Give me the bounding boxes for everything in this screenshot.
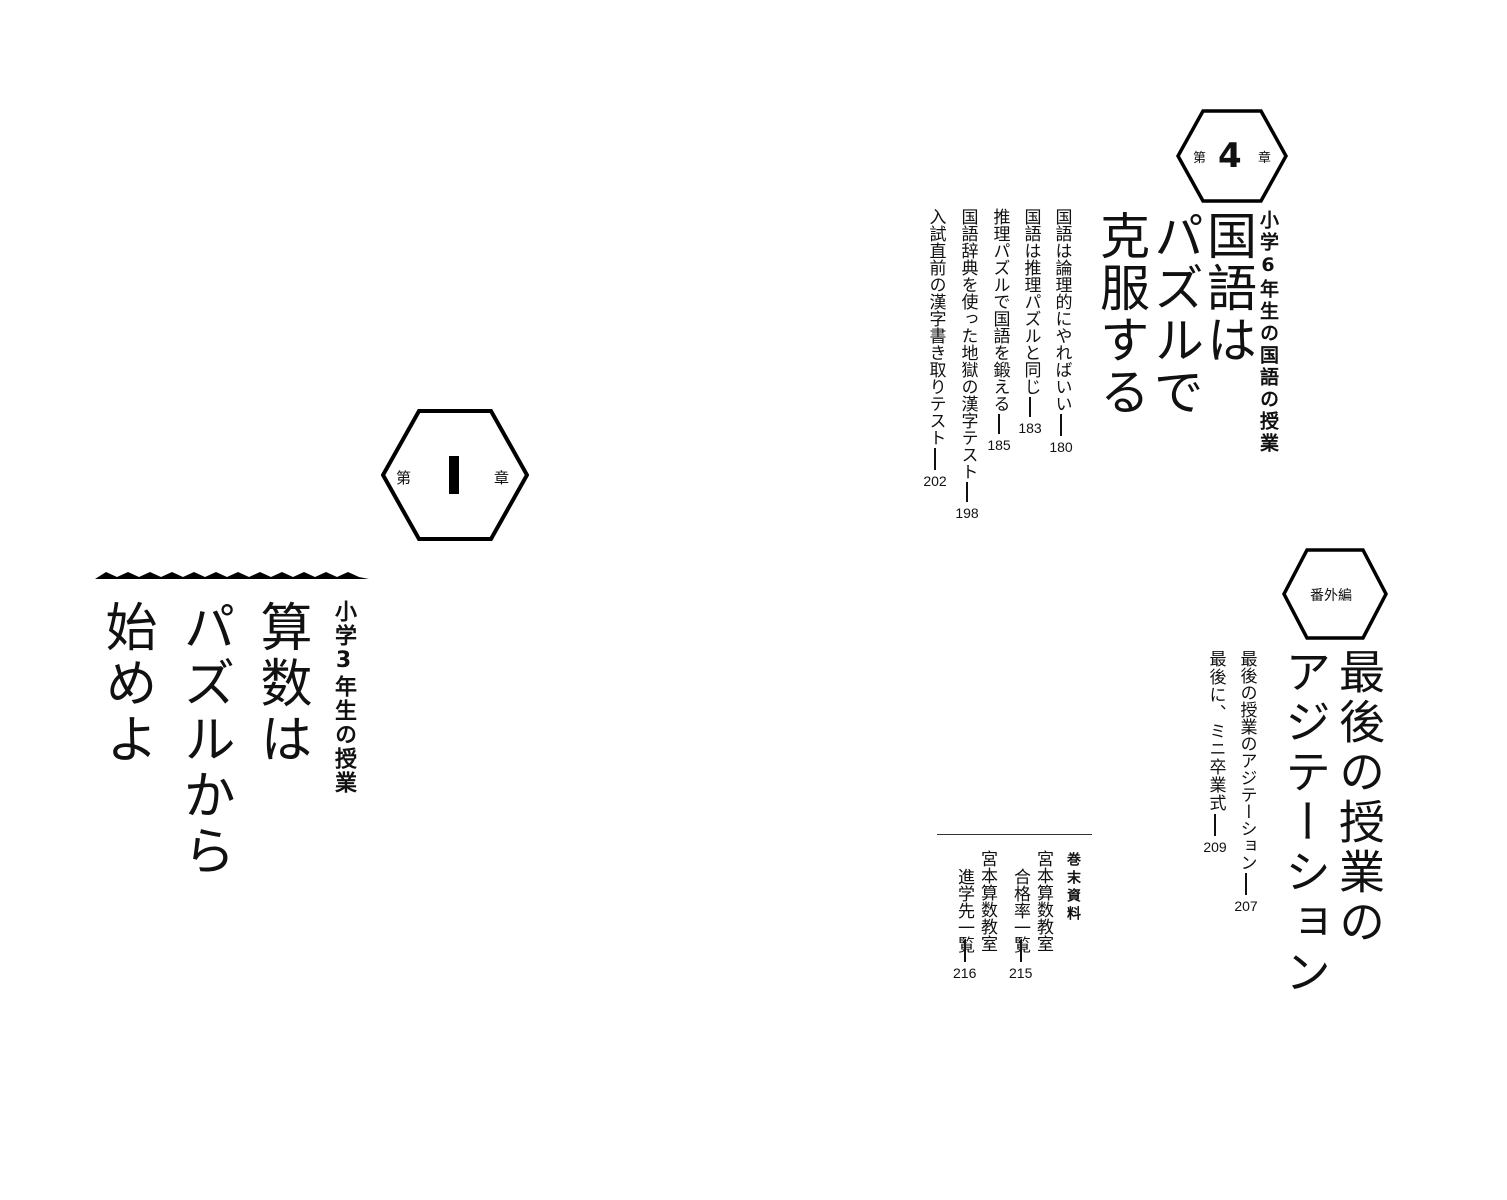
toc-entry[interactable]: 最後に、ミニ卒業式 209	[1203, 650, 1227, 855]
appendix-heading: 巻末資料	[1065, 852, 1081, 924]
chapter4-title-line1: 国語は	[1199, 210, 1257, 366]
chapter4-hexagon-badge: 第 4 章	[1176, 109, 1288, 203]
appendix-rule	[937, 834, 1092, 835]
toc-entry[interactable]: 国語は論理的にやればいい 180	[1049, 208, 1073, 455]
toc-entry[interactable]: 最後の授業のアジテーション 207	[1234, 650, 1258, 914]
leader-dash	[1214, 814, 1216, 836]
toc-entry-page: 207	[1234, 898, 1258, 914]
appendix-entry-line2: 合格率一覧	[1010, 868, 1030, 953]
toc-entry-text: 最後の授業のアジテーション	[1236, 650, 1257, 871]
toc-entry[interactable]: 国語辞典を使った地獄の漢字テスト 198	[955, 208, 979, 521]
leader-dash	[966, 482, 968, 502]
toc-entry-page: 180	[1049, 439, 1073, 455]
chapter1-title-line3: 始めよ	[96, 600, 156, 768]
appendix-entry[interactable]: 宮本算数教室 進学先一覧 216	[950, 850, 1000, 981]
extra-title-line1: 最後の授業の	[1332, 648, 1386, 948]
extra-label: 番外編	[1310, 588, 1352, 604]
leader-dash	[1020, 940, 1022, 962]
chapter1-suffix: 章	[494, 469, 510, 487]
leader-dash	[1060, 414, 1062, 436]
extra-hexagon-badge: 番外編	[1282, 548, 1388, 640]
toc-entry-text: 国語は論理的にやればいい	[1051, 208, 1072, 412]
chapter1-subtitle: 小学3年生の授業	[331, 600, 356, 795]
leader-dash	[1029, 397, 1031, 417]
toc-entry[interactable]: 推理パズルで国語を鍛える 185	[987, 208, 1011, 453]
chapter4-prefix: 第	[1193, 151, 1207, 166]
chapter1-title-line2: パズルから	[174, 600, 234, 880]
chapter1-hexagon-badge: 第 章	[381, 409, 529, 541]
toc-entry-page: 202	[923, 473, 947, 489]
appendix-entry-page: 216	[953, 965, 977, 981]
toc-entry-text: 国語辞典を使った地獄の漢字テスト	[957, 208, 978, 480]
toc-entry-page: 183	[1018, 420, 1042, 436]
toc-entry-text: 国語は推理パズルと同じ	[1020, 208, 1041, 395]
appendix-entry-line1: 宮本算数教室	[977, 850, 997, 952]
appendix-entry-page: 215	[1009, 965, 1033, 981]
chapter4-subtitle: 小学6年生の国語の授業	[1257, 210, 1279, 455]
toc-entry-page: 209	[1203, 839, 1227, 855]
toc-entry[interactable]: 入試直前の漢字書き取りテスト 202	[923, 208, 947, 489]
chapter1-prefix: 第	[396, 469, 412, 487]
chapter4-number: 4	[1218, 136, 1242, 176]
chapter4-suffix: 章	[1258, 151, 1272, 166]
toc-entry-page: 198	[955, 505, 979, 521]
appendix-entry-line1: 宮本算数教室	[1033, 850, 1053, 952]
toc-entry-text: 推理パズルで国語を鍛える	[989, 208, 1010, 412]
toc-entry-page: 185	[987, 437, 1011, 453]
appendix-entry[interactable]: 宮本算数教室 合格率一覧 215	[1006, 850, 1056, 981]
hexagon-icon	[1176, 109, 1288, 203]
toc-entry-text: 最後に、ミニ卒業式	[1205, 650, 1226, 812]
extra-title-line2: アジテーション	[1278, 648, 1332, 998]
chapter1-number-bar	[449, 456, 459, 494]
toc-entry-text: 入試直前の漢字書き取りテスト	[925, 208, 946, 446]
zigzag-divider	[95, 572, 369, 579]
chapter1-title-line1: 算数は	[251, 600, 311, 768]
appendix-entry-line2: 進学先一覧	[954, 868, 974, 953]
hexagon-icon	[1282, 548, 1388, 640]
leader-dash	[1245, 873, 1247, 895]
chapter4-title-line3: 克服する	[1092, 210, 1150, 418]
leader-dash	[934, 448, 936, 470]
leader-dash	[998, 414, 1000, 434]
leader-dash	[964, 940, 966, 962]
toc-entry[interactable]: 国語は推理パズルと同じ 183	[1018, 208, 1042, 436]
chapter4-title-line2: パズルで	[1146, 210, 1204, 418]
